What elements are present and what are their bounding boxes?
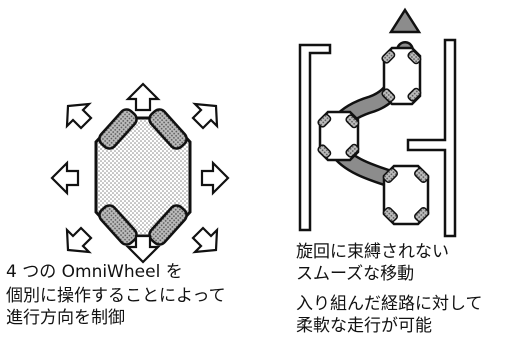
right-caption-line-4: 柔軟な走行が可能 — [296, 316, 432, 336]
arrow-down-icon — [125, 234, 161, 264]
left-caption-line-2: 個別に操作することによって — [6, 286, 226, 306]
right-caption-line-1: 旋回に束縛されない — [296, 242, 449, 262]
right-path-figure — [298, 7, 457, 238]
arrow-up-right-icon — [191, 102, 219, 130]
robot-position-end — [381, 46, 422, 106]
left-caption-line-1: 4 つの OmniWheel を — [6, 262, 183, 282]
right-wall — [406, 38, 457, 238]
right-caption-line-3: 入り組んだ経路に対して — [296, 294, 483, 314]
robot-position-middle — [317, 110, 360, 162]
path-arrow-head-icon — [388, 7, 422, 34]
arrow-down-right-icon — [191, 226, 219, 254]
arrow-down-left-icon — [65, 226, 93, 254]
omniwheel-bottom-left — [98, 204, 138, 246]
omniwheel-top-right — [148, 108, 188, 150]
arrow-right-icon — [200, 160, 230, 196]
arrow-up-left-icon — [65, 102, 93, 130]
omniwheel-bottom-right — [148, 204, 188, 246]
left-robot-figure — [50, 82, 230, 264]
robot-position-start — [382, 164, 430, 226]
arrow-up-icon — [125, 82, 161, 112]
left-caption-line-3: 進行方向を制御 — [6, 308, 125, 328]
left-wall — [298, 43, 332, 232]
right-caption-line-2: スムーズな移動 — [296, 264, 415, 284]
arrow-left-icon — [50, 160, 80, 196]
omniwheel-top-left — [98, 108, 138, 150]
